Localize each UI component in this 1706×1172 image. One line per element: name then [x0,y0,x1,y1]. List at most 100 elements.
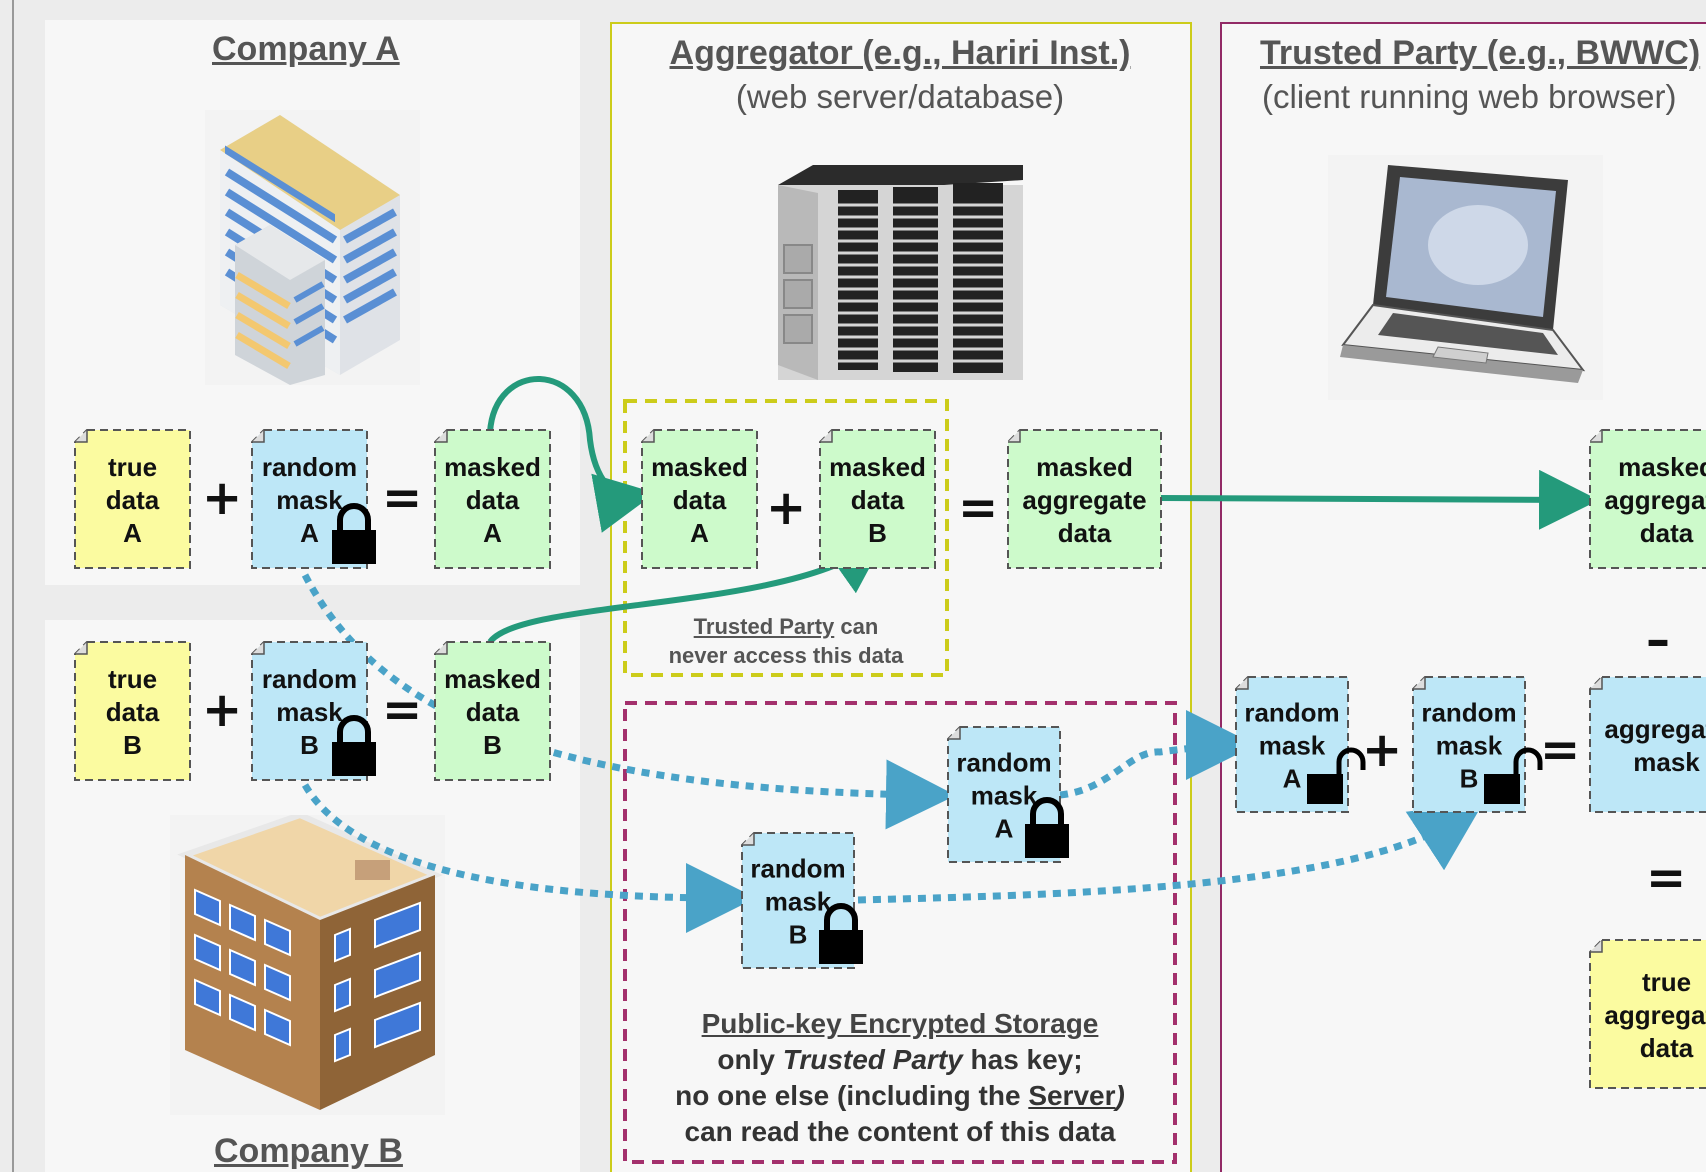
card-stored-mask-a-line-2: mask [971,781,1038,811]
plus-sign-row-b: + [202,682,243,738]
card-tp-mask-a-line-1: random [1244,698,1339,728]
storage-title: Public-key Encrypted Storage [701,1008,1099,1039]
card-stored-mask-b-line-2: mask [765,887,832,917]
arrow-masked-b-to-aggregator [487,534,888,645]
card-masked-aggregate-line-2: aggregate [1022,485,1146,515]
card-tp-mask-b-line-3: B [1460,764,1479,794]
card-true-a-line-1: true [108,452,157,482]
card-agg-masked-b-line-1: masked [829,452,926,482]
aggregator-subtitle: (web server/database) [735,78,1065,115]
padlock-locked-icon [1025,797,1069,858]
storage-line2-post: has key; [962,1044,1083,1075]
card-masked-a-line-2: data [466,485,520,515]
card-stored-mask-a-line-1: random [956,748,1051,778]
storage-line3-server: Server [1028,1080,1116,1111]
padlock-unlocked-icon [1484,747,1543,804]
equals-sign-result: = [1646,850,1687,906]
arrow-masked-a-to-aggregator [487,376,656,533]
card-agg-masked-a-line-1: masked [651,452,748,482]
masked-zone-note-party: Trusted Party [693,614,835,639]
card-masked-b-line-3: B [483,730,502,760]
storage-line2: only Trusted Party has key; [622,1042,1178,1078]
card-mask-a-line-1: random [262,452,357,482]
storage-line4: can read the content of this data [684,1116,1116,1147]
card-aggregate-mask-line-2: mask [1633,747,1700,777]
card-tp-mask-b-line-1: random [1421,698,1516,728]
masked-zone-note-line2: never access this data [668,643,904,668]
card-agg-masked-a-line-2: data [673,485,727,515]
card-true-b-line-3: B [123,730,142,760]
arrow-aggregate-to-trusted-party [1159,469,1599,530]
masked-zone-note: Trusted Party can never access this data [622,612,950,670]
plus-sign-row-a: + [202,470,243,526]
card-tp-masked-aggregate-line-3: data [1640,518,1694,548]
card-stored-mask-a-line-3: A [995,814,1014,844]
encrypted-storage-zone [623,701,1177,1164]
card-agg-masked-b-line-3: B [868,518,887,548]
card-masked-b-line-2: data [466,697,520,727]
aggregator-title: Aggregator (e.g., Hariri Inst.) [669,34,1131,72]
card-mask-b-line-3: B [300,730,319,760]
plus-sign-trusted-party: + [1362,722,1403,778]
trusted-party-title: Trusted Party (e.g., BWWC) [1260,34,1701,72]
server-rack-icon [778,165,1023,380]
card-tp-masked-aggregate-line-2: aggregate [1604,485,1706,515]
card-tp-masked-aggregate-line-1: masked [1618,452,1706,482]
equals-sign-aggregator: = [958,480,999,536]
plus-sign-aggregator: + [766,480,807,536]
padlock-locked-icon [332,503,376,564]
laptop-icon [1328,155,1603,400]
card-tp-mask-a-line-2: mask [1259,731,1326,761]
card-true-a-line-3: A [123,518,142,548]
apartment-building-icon [170,815,445,1115]
storage-line2-pre: only [717,1044,783,1075]
masked-zone-note-can: can [834,614,879,639]
card-true-b-line-1: true [108,664,157,694]
company-a-title: Company A [212,30,400,68]
card-mask-b-line-1: random [262,664,357,694]
storage-line3-pre: no one else (including the [675,1080,1029,1111]
card-true-b-line-2: data [106,697,160,727]
office-tower-icon [205,110,420,385]
arrow-mask-b-to-storage [301,783,756,933]
storage-line3-post: ) [1115,1080,1125,1111]
storage-note: Public-key Encrypted Storage only Truste… [622,1006,1178,1150]
card-tp-mask-a-line-3: A [1283,764,1302,794]
card-aggregate-mask: aggregatemask [1589,676,1706,813]
card-masked-aggregate-line-1: masked [1036,452,1133,482]
card-masked-a-line-1: masked [444,452,541,482]
card-masked-a-line-3: A [483,518,502,548]
card-agg-masked-b-line-2: data [851,485,905,515]
card-mask-a-line-2: mask [276,485,343,515]
card-mask-b-line-2: mask [276,697,343,727]
card-true-aggregate: trueaggregatedata [1589,939,1706,1089]
arrow-stored-b-to-trusted-party [857,802,1484,904]
masked-data-zone [623,399,949,677]
card-stored-mask-b-line-3: B [789,920,808,950]
card-true-aggregate-line-1: true [1642,967,1691,997]
card-masked-aggregate-line-3: data [1058,518,1112,548]
left-edge-line [12,0,14,1172]
arrow-stored-a-to-trusted-party [1059,710,1256,799]
card-masked-b-line-1: masked [444,664,541,694]
company-b-title: Company B [214,1132,403,1170]
card-mask-a-line-3: A [300,518,319,548]
card-agg-masked-a-line-3: A [690,518,709,548]
arrow-mask-a-to-storage [301,573,956,830]
storage-line2-party: Trusted Party [782,1044,963,1075]
padlock-unlocked-icon [1307,747,1366,804]
